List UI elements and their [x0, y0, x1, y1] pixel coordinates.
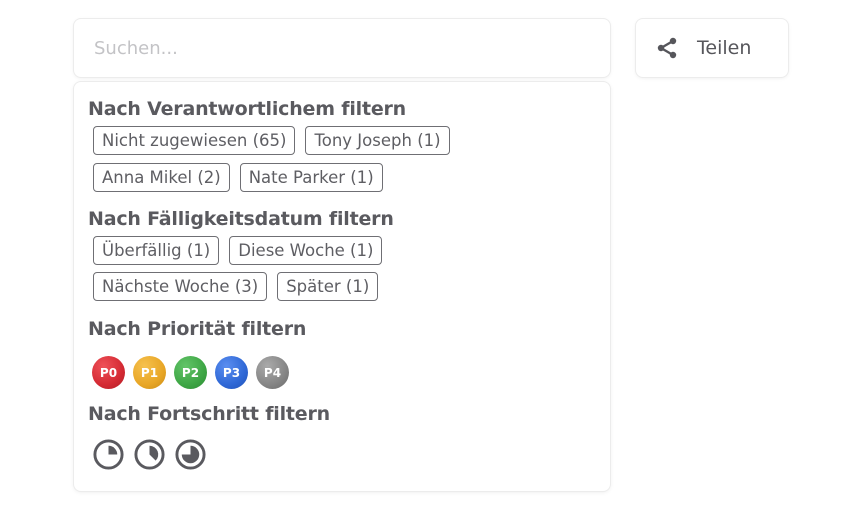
due-chip[interactable]: Überfällig (1) — [93, 236, 220, 265]
priority-filter-title: Nach Priorität filtern — [88, 318, 307, 340]
due-chip-row: Überfällig (1) Diese Woche (1) — [93, 236, 383, 265]
progress-25-icon[interactable] — [92, 438, 125, 471]
due-chip[interactable]: Später (1) — [277, 272, 379, 301]
share-label: Teilen — [697, 37, 752, 59]
search-box[interactable] — [74, 19, 610, 77]
progress-filter-title: Nach Fortschritt filtern — [88, 403, 330, 425]
progress-row — [92, 438, 207, 471]
assignee-chip[interactable]: Anna Mikel (2) — [93, 163, 230, 192]
priority-row: P0 P1 P2 P3 P4 — [92, 356, 289, 389]
priority-p0-badge[interactable]: P0 — [92, 356, 125, 389]
due-chip[interactable]: Nächste Woche (3) — [93, 272, 268, 301]
progress-75-icon[interactable] — [174, 438, 207, 471]
share-button[interactable]: Teilen — [636, 19, 788, 77]
progress-37-icon[interactable] — [133, 438, 166, 471]
due-chip[interactable]: Diese Woche (1) — [229, 236, 383, 265]
assignee-chip-row: Nicht zugewiesen (65) Tony Joseph (1) — [93, 126, 450, 155]
due-chip-row: Nächste Woche (3) Später (1) — [93, 272, 379, 301]
search-input[interactable] — [74, 19, 610, 77]
share-icon — [657, 37, 677, 59]
filter-panel: Nach Verantwortlichem filtern Nicht zuge… — [74, 82, 610, 491]
assignee-filter-title: Nach Verantwortlichem filtern — [88, 98, 407, 120]
priority-p3-badge[interactable]: P3 — [215, 356, 248, 389]
assignee-chip[interactable]: Tony Joseph (1) — [305, 126, 450, 155]
due-filter-title: Nach Fälligkeitsdatum filtern — [88, 208, 394, 230]
assignee-chip[interactable]: Nate Parker (1) — [239, 163, 383, 192]
priority-p2-badge[interactable]: P2 — [174, 356, 207, 389]
assignee-chip[interactable]: Nicht zugewiesen (65) — [93, 126, 296, 155]
priority-p1-badge[interactable]: P1 — [133, 356, 166, 389]
priority-p4-badge[interactable]: P4 — [256, 356, 289, 389]
assignee-chip-row: Anna Mikel (2) Nate Parker (1) — [93, 163, 383, 192]
